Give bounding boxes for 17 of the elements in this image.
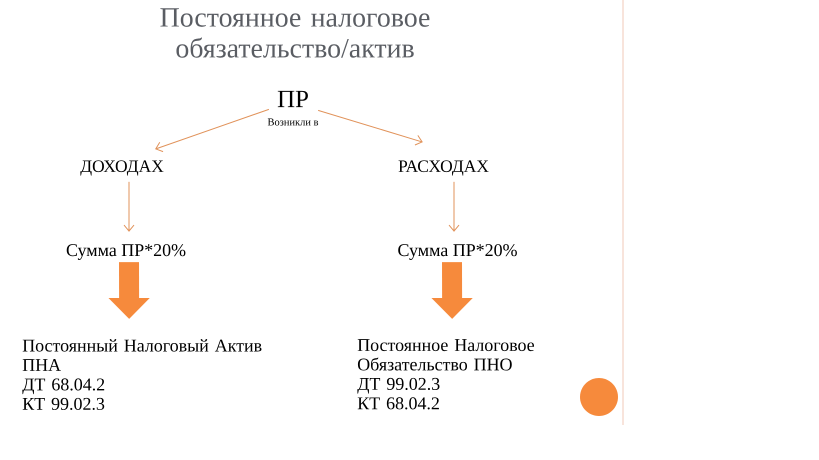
text-label: РАСХОДАХ	[398, 160, 489, 176]
posting-line: КТ 68.04.2	[358, 397, 439, 410]
title: Постоянное налоговое обязательство/актив	[160, 8, 430, 58]
text-label: Сумма ПР*20%	[66, 244, 186, 260]
text-label: ДОХОДАХ	[80, 160, 164, 176]
account-title: Постоянное Налоговое Обязательство ПНО	[358, 339, 534, 371]
posting-line: КТ 99.02.3	[22, 398, 104, 410]
text-label: ПР	[278, 90, 308, 108]
text-label: Сумма ПР*20%	[398, 244, 517, 260]
posting-line: ДТ 99.02.3	[357, 378, 440, 394]
account-title: Постоянный Налоговый Актив ПНА	[22, 339, 262, 371]
arrow	[318, 110, 423, 146]
arrow	[155, 108, 270, 152]
arrow	[448, 181, 460, 232]
arrow	[124, 181, 134, 232]
caption-text: Возникли в	[268, 118, 318, 126]
posting-line: ДТ 68.04.2	[22, 378, 104, 394]
